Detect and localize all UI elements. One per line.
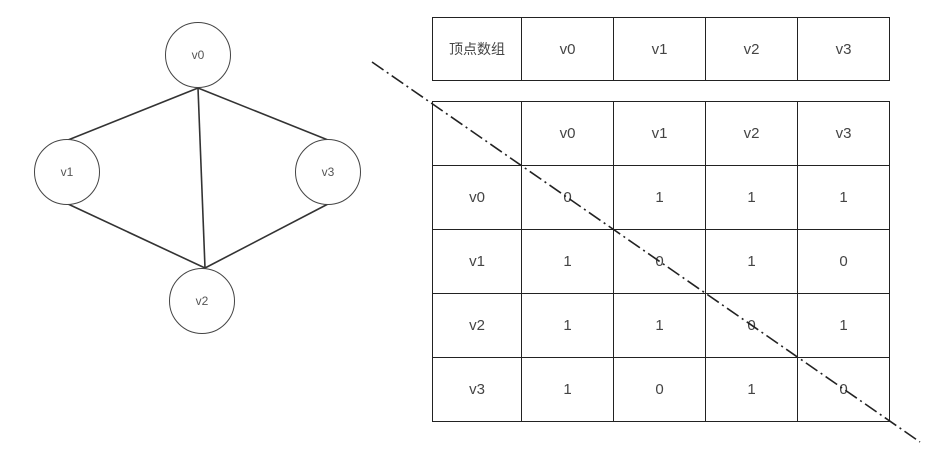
- matrix-cell: 1: [705, 229, 798, 294]
- matrix-cell: 1: [521, 229, 614, 294]
- matrix-cell: 0: [613, 357, 706, 422]
- vertex-array-header: 顶点数组: [432, 17, 522, 81]
- vertex-array-table: 顶点数组 v0 v1 v2 v3: [432, 17, 890, 81]
- vertex-array-cell: v3: [797, 17, 890, 81]
- matrix-cell: 0: [797, 357, 890, 422]
- edge-v0-v3: [197, 87, 329, 141]
- edge-v0-v2: [197, 87, 206, 269]
- matrix-col-header: v0: [521, 101, 614, 166]
- adjacency-matrix-table: v0 v1 v2 v3 v0 0 1 1 1 v1 1 0 1 0 v2 1 1…: [432, 101, 890, 422]
- edge-v1-v2: [67, 203, 206, 269]
- matrix-row-header: v2: [432, 293, 522, 358]
- matrix-row: v1 1 0 1 0: [432, 229, 890, 294]
- undirected-graph: v0 v1 v3 v2: [0, 0, 400, 460]
- matrix-cell: 0: [705, 293, 798, 358]
- matrix-cell: 1: [705, 165, 798, 230]
- matrix-col-header: v1: [613, 101, 706, 166]
- matrix-row: v3 1 0 1 0: [432, 357, 890, 422]
- graph-edges: [67, 87, 329, 269]
- matrix-row: v2 1 1 0 1: [432, 293, 890, 358]
- vertex-array-row: 顶点数组 v0 v1 v2 v3: [432, 17, 890, 81]
- edge-v0-v1: [67, 87, 199, 141]
- vertex-v0: v0: [165, 22, 231, 88]
- matrix-corner-cell: [432, 101, 522, 166]
- vertex-label: v2: [195, 294, 209, 308]
- matrix-cell: 0: [613, 229, 706, 294]
- matrix-col-header: v2: [705, 101, 798, 166]
- matrix-cell: 0: [797, 229, 890, 294]
- vertex-label: v0: [191, 48, 205, 62]
- matrix-row: v0 0 1 1 1: [432, 165, 890, 230]
- vertex-label: v3: [321, 165, 335, 179]
- matrix-row-header: v3: [432, 357, 522, 422]
- matrix-cell: 0: [521, 165, 614, 230]
- matrix-cell: 1: [797, 293, 890, 358]
- vertex-array-cell: v1: [613, 17, 706, 81]
- matrix-cell: 1: [613, 293, 706, 358]
- edge-v3-v2: [204, 203, 329, 269]
- matrix-header-row: v0 v1 v2 v3: [432, 101, 890, 166]
- matrix-row-header: v0: [432, 165, 522, 230]
- vertex-array-cell: v0: [521, 17, 614, 81]
- vertex-v1: v1: [34, 139, 100, 205]
- matrix-cell: 1: [521, 357, 614, 422]
- matrix-col-header: v3: [797, 101, 890, 166]
- vertex-array-cell: v2: [705, 17, 798, 81]
- matrix-row-header: v1: [432, 229, 522, 294]
- matrix-cell: 1: [613, 165, 706, 230]
- vertex-v3: v3: [295, 139, 361, 205]
- matrix-cell: 1: [521, 293, 614, 358]
- vertex-v2: v2: [169, 268, 235, 334]
- vertex-label: v1: [60, 165, 74, 179]
- matrix-cell: 1: [797, 165, 890, 230]
- matrix-cell: 1: [705, 357, 798, 422]
